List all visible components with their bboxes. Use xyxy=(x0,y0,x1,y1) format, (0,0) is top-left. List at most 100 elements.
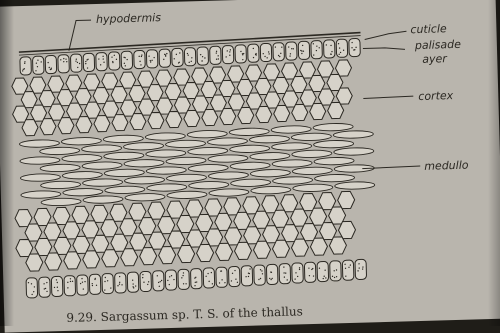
cortex-cell xyxy=(58,117,74,133)
leader-palisade xyxy=(363,47,405,50)
cortex-cell xyxy=(256,106,272,122)
medulla-cell xyxy=(313,123,353,131)
medulla-cell xyxy=(230,145,270,153)
medulla-cell xyxy=(167,191,207,199)
medulla-cell xyxy=(125,193,165,201)
medulla-cell xyxy=(145,132,185,140)
cortex-cell xyxy=(40,118,56,134)
medulla-cell xyxy=(165,140,205,148)
medulla-cell xyxy=(293,184,333,192)
medulla-cell xyxy=(104,169,144,177)
medulla-cell xyxy=(63,188,103,196)
palisade-cell-lower xyxy=(51,276,63,296)
palisade-cell xyxy=(349,38,361,56)
palisade-cell-lower xyxy=(203,268,215,288)
medulla-cell xyxy=(231,179,271,187)
palisade-cell xyxy=(336,39,348,57)
palisade-cell-lower xyxy=(89,274,101,294)
palisade-cell xyxy=(159,49,171,67)
label-hypodermis: hypodermis xyxy=(96,11,161,26)
palisade-cell-lower xyxy=(241,266,253,286)
medulla-cell xyxy=(291,133,331,141)
medulla-cell xyxy=(334,147,374,155)
palisade-cell xyxy=(58,55,70,73)
medulla-cell xyxy=(62,154,102,162)
label-palisade-layer: ayer xyxy=(422,52,447,66)
medulla-cell xyxy=(230,162,270,170)
medulla-cell xyxy=(146,149,186,157)
medulla-cell xyxy=(251,186,291,194)
cortex-cell xyxy=(309,103,325,119)
medulla-cell xyxy=(166,157,206,165)
cortex-cell xyxy=(94,115,110,131)
cortex-cell-lower xyxy=(337,191,354,208)
leader-cortex xyxy=(363,96,413,98)
medulla-cell xyxy=(314,140,354,148)
medulla-cell xyxy=(271,125,311,133)
cortex-cell xyxy=(22,119,38,135)
cortex-cell xyxy=(220,108,236,124)
palisade-cell-lower xyxy=(115,273,127,293)
medulla-cell xyxy=(82,144,122,152)
palisade-cell-lower xyxy=(292,263,304,283)
palisade-cell xyxy=(70,54,82,72)
palisade-cell xyxy=(172,48,184,66)
palisade-cell-lower xyxy=(102,273,114,293)
medulla-cell xyxy=(104,152,144,160)
palisade-cell-lower xyxy=(279,264,291,284)
medulla-cell xyxy=(103,135,143,143)
medulla-cell xyxy=(333,130,373,138)
palisade-cell-lower xyxy=(190,269,202,289)
label-cuticle: cuticle xyxy=(410,22,447,36)
palisade-cell xyxy=(83,53,95,71)
medulla-cell xyxy=(292,150,332,158)
medulla-cell xyxy=(19,139,59,147)
cortex-cell xyxy=(112,114,128,130)
medulla-cell xyxy=(105,186,145,194)
medulla-cell xyxy=(41,198,81,206)
medulla-cell xyxy=(189,181,229,189)
palisade-cell xyxy=(311,41,323,59)
medulla-cell xyxy=(188,147,228,155)
palisade-cell xyxy=(108,52,120,70)
cortex-cell xyxy=(273,105,289,121)
palisade-cell xyxy=(273,43,285,61)
cortex-cell xyxy=(166,111,182,127)
palisade-cell xyxy=(146,50,158,68)
palisade-cell-lower xyxy=(153,271,165,291)
medulla-cell xyxy=(208,154,248,162)
palisade-cell-lower xyxy=(127,272,139,292)
medulla-cell xyxy=(82,178,122,186)
leader-hypodermis xyxy=(68,20,92,51)
palisade-cell xyxy=(45,55,57,73)
medulla-cell xyxy=(209,188,249,196)
medulla-cell xyxy=(166,174,206,182)
palisade-cell-lower xyxy=(178,269,190,289)
palisade-cell xyxy=(210,46,222,64)
medulla-cell xyxy=(250,152,290,160)
palisade-cell-lower xyxy=(39,277,51,297)
medulla-cell xyxy=(314,174,354,182)
medulla-cell xyxy=(41,181,81,189)
palisade-cell-lower xyxy=(77,275,89,295)
cortex-cell xyxy=(148,112,164,128)
medulla-cell xyxy=(314,157,354,165)
palisade-cell xyxy=(32,56,44,74)
medulla-cell xyxy=(40,164,80,172)
label-palisade: palisade xyxy=(415,38,461,52)
medulla-cell xyxy=(272,176,312,184)
palisade-cell xyxy=(222,45,234,63)
medulla-cell xyxy=(249,135,289,143)
palisade-cell-lower xyxy=(266,264,278,284)
medulla-cell xyxy=(229,128,269,136)
medulla-cell xyxy=(207,137,247,145)
cortex-cell xyxy=(327,102,343,118)
palisade-cell-lower xyxy=(355,259,367,279)
medulla-cell xyxy=(272,142,312,150)
palisade-cell xyxy=(286,42,298,60)
palisade-cell xyxy=(184,48,196,66)
cortex-cell xyxy=(335,60,351,76)
medulla-cell xyxy=(62,171,102,179)
palisade-cell xyxy=(260,43,272,61)
